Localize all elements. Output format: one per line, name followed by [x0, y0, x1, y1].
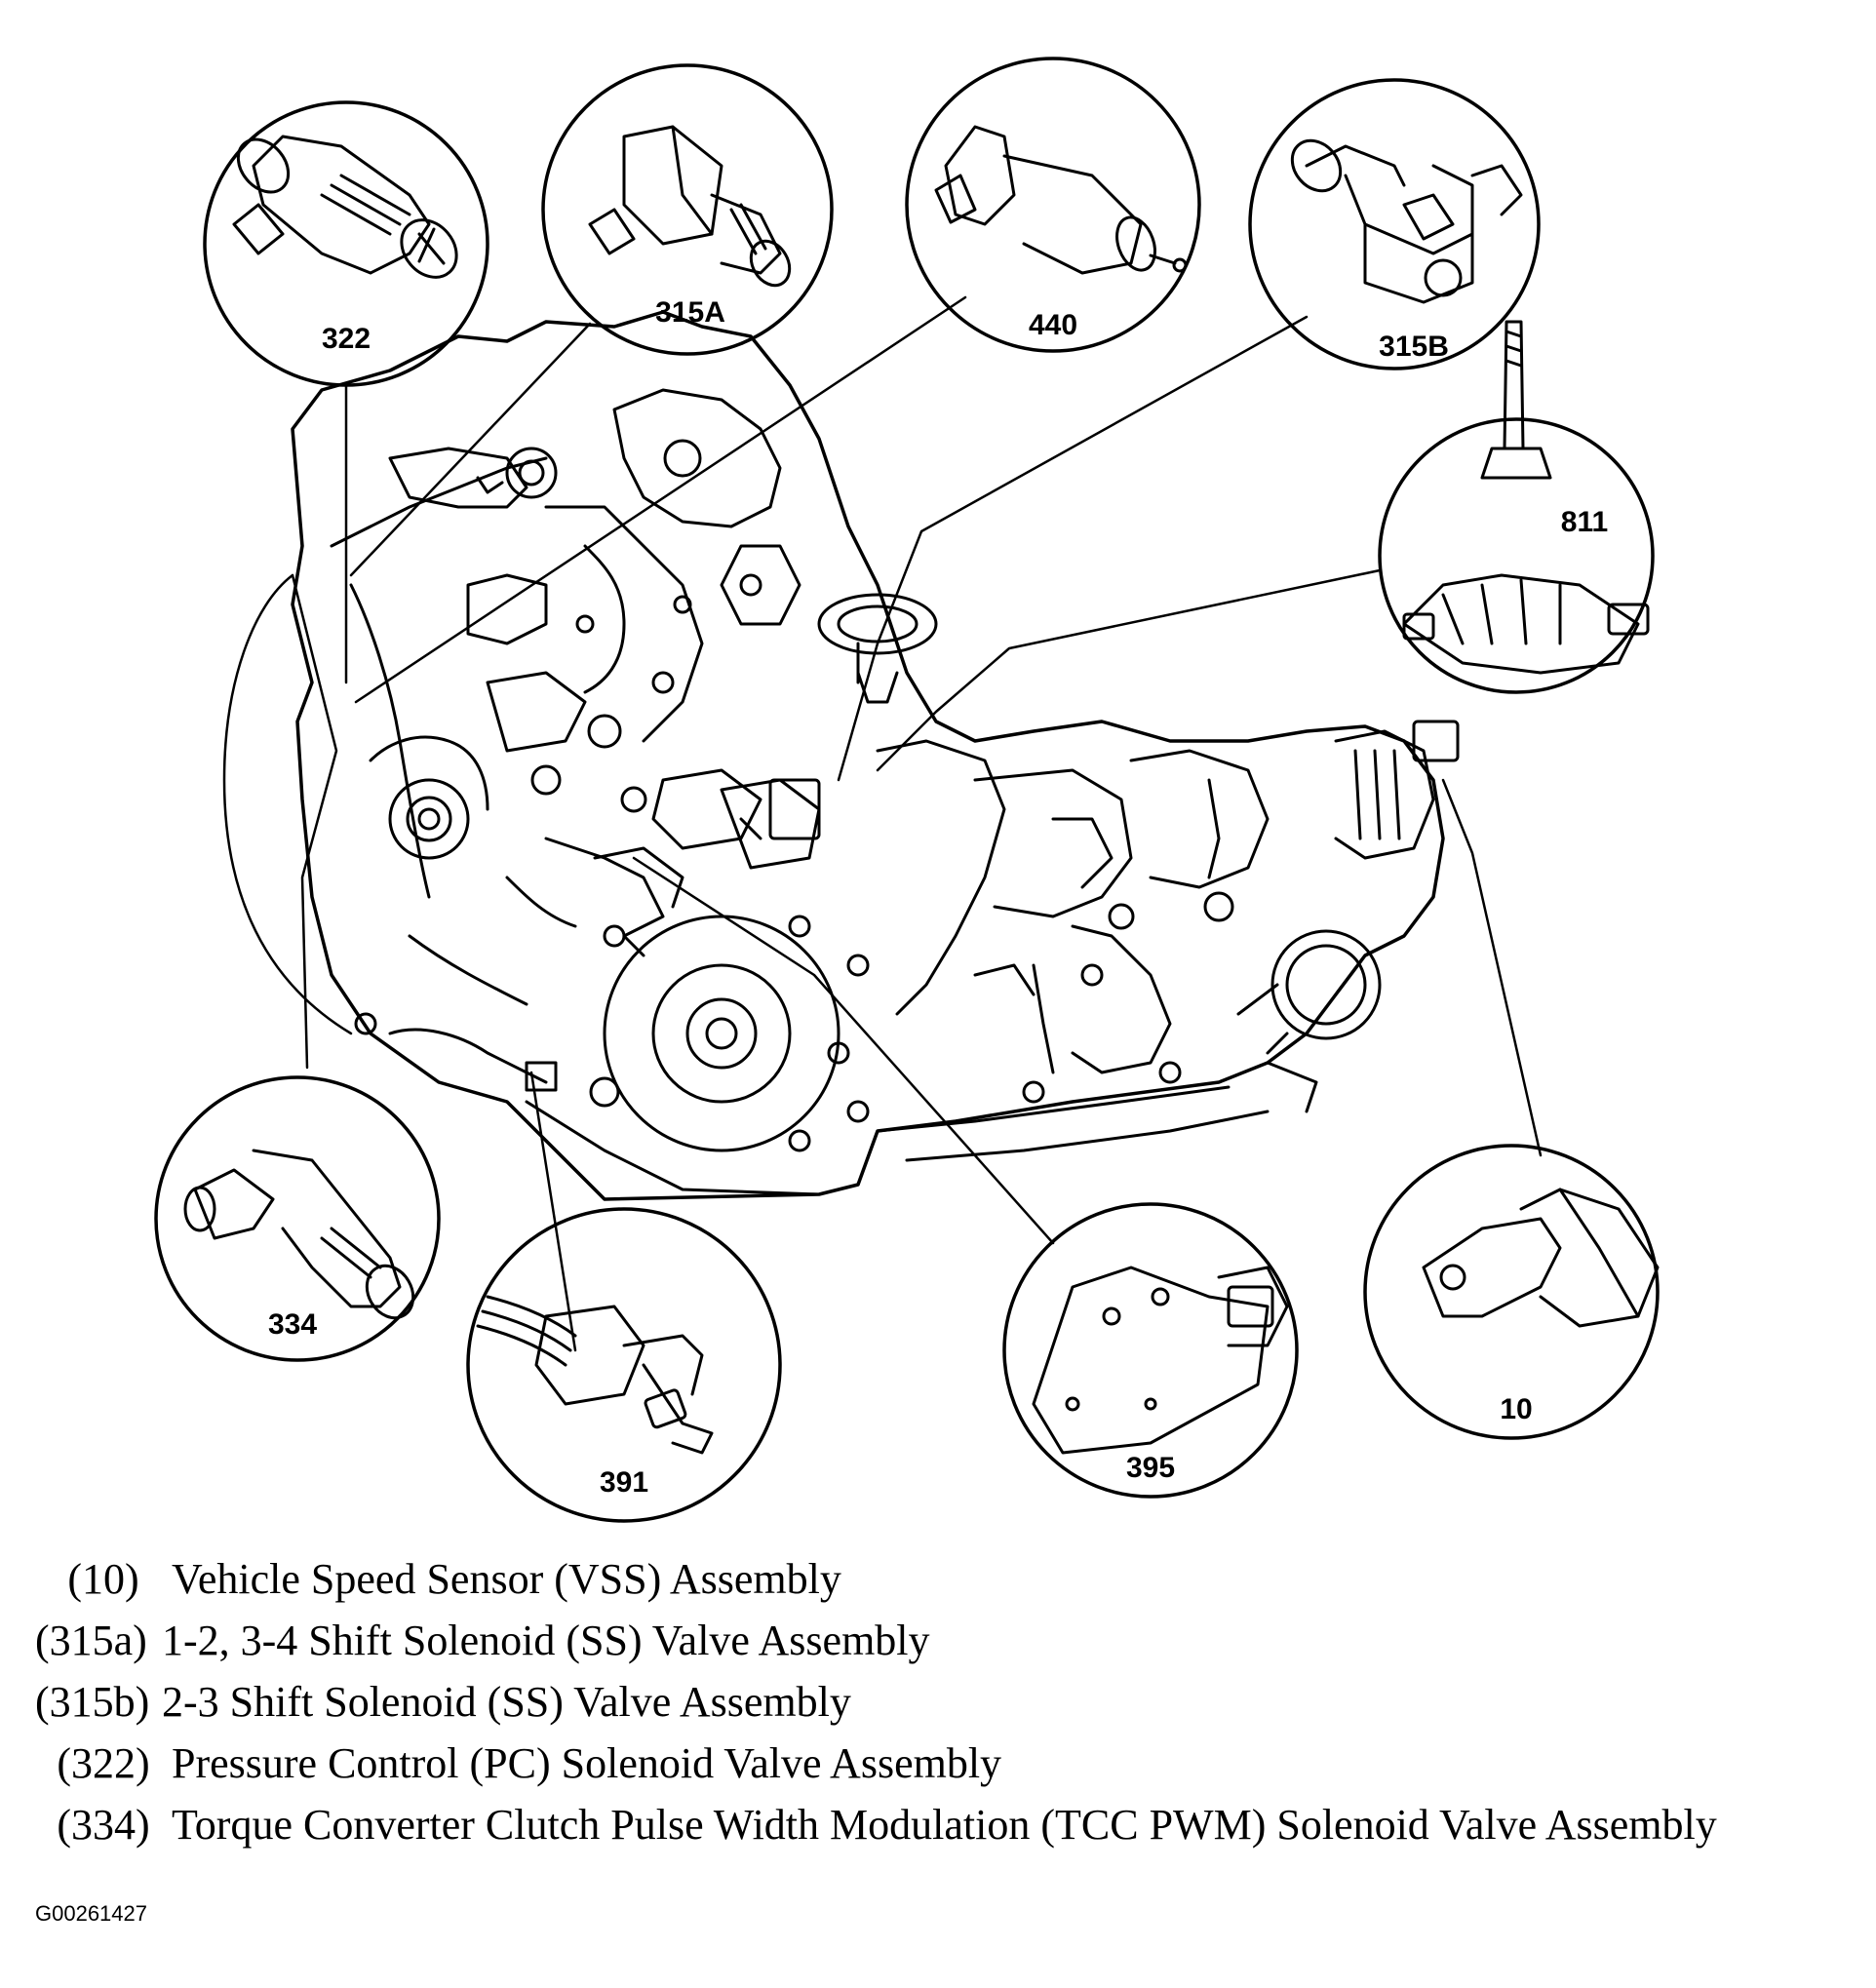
legend-item-10: (10) Vehicle Speed Sensor (VSS) Assembly	[35, 1548, 1717, 1610]
callout-315b: 315B	[1248, 78, 1541, 370]
legend-text: Pressure Control (PC) Solenoid Valve Ass…	[172, 1739, 1002, 1787]
callout-440: 440	[905, 57, 1201, 353]
callout-391: 391	[466, 1207, 782, 1523]
callout-label-391: 391	[600, 1466, 648, 1499]
leader-10	[1441, 778, 1543, 1157]
callout-811: 811	[1378, 320, 1655, 694]
callout-label-440: 440	[1029, 309, 1077, 341]
callout-label-322: 322	[322, 323, 371, 355]
callout-label-10: 10	[1500, 1393, 1532, 1425]
legend-text: 1-2, 3-4 Shift Solenoid (SS) Valve Assem…	[162, 1617, 930, 1664]
callout-322: 322	[203, 100, 489, 387]
callout-315a: 315A	[541, 63, 834, 356]
leader-lines	[222, 295, 1543, 1352]
callout-label-315a: 315A	[655, 296, 725, 329]
legend-code: (315a)	[35, 1617, 147, 1664]
legend-item-315a: (315a) 1-2, 3-4 Shift Solenoid (SS) Valv…	[35, 1610, 1717, 1671]
leader-440	[354, 295, 967, 704]
callout-334: 334	[154, 1075, 441, 1362]
callout-label-395: 395	[1126, 1452, 1175, 1484]
transmission-diagram: 322 315A 440	[154, 57, 1660, 1523]
shift-solenoid-b-icon	[1290, 138, 1523, 304]
legend-text: 2-3 Shift Solenoid (SS) Valve Assembly	[162, 1678, 851, 1726]
leader-395	[632, 856, 1055, 1245]
leader-315a	[349, 322, 592, 577]
transmission-assembly	[291, 310, 1460, 1201]
pc-solenoid-icon	[232, 135, 458, 279]
callout-395: 395	[1002, 1202, 1299, 1499]
fluid-pressure-switch-icon	[1032, 1266, 1289, 1455]
legend-code: (334)	[57, 1801, 150, 1849]
legend-item-315b: (315b) 2-3 Shift Solenoid (SS) Valve Ass…	[35, 1671, 1717, 1733]
legend-code: (315b)	[35, 1678, 150, 1726]
callout-label-315b: 315B	[1379, 331, 1449, 363]
legend-code: (10)	[67, 1555, 139, 1603]
legend-item-322: (322) Pressure Control (PC) Solenoid Val…	[35, 1733, 1717, 1794]
vehicle-speed-sensor-icon	[1422, 1188, 1660, 1328]
input-speed-sensor-icon	[934, 125, 1188, 275]
parts-legend: (10) Vehicle Speed Sensor (VSS) Assembly…	[35, 1548, 1717, 1855]
callout-10: 10	[1363, 1144, 1660, 1440]
position-switch-icon	[1402, 320, 1650, 675]
callout-label-811: 811	[1561, 506, 1608, 538]
pressure-switch-connector-icon	[476, 1295, 714, 1455]
legend-text: Vehicle Speed Sensor (VSS) Assembly	[172, 1555, 841, 1603]
legend-code: (322)	[57, 1739, 150, 1787]
leader-315b	[837, 315, 1309, 782]
leader-334	[291, 573, 338, 1070]
shift-solenoid-a-icon	[588, 125, 792, 288]
legend-text: Torque Converter Clutch Pulse Width Modu…	[172, 1801, 1717, 1849]
leader-811	[876, 568, 1382, 772]
tcc-solenoid-icon	[183, 1149, 415, 1320]
leader-391	[529, 1071, 577, 1352]
figure-id: G00261427	[35, 1901, 147, 1926]
legend-item-334: (334) Torque Converter Clutch Pulse Widt…	[35, 1794, 1717, 1855]
callout-label-334: 334	[268, 1308, 317, 1341]
